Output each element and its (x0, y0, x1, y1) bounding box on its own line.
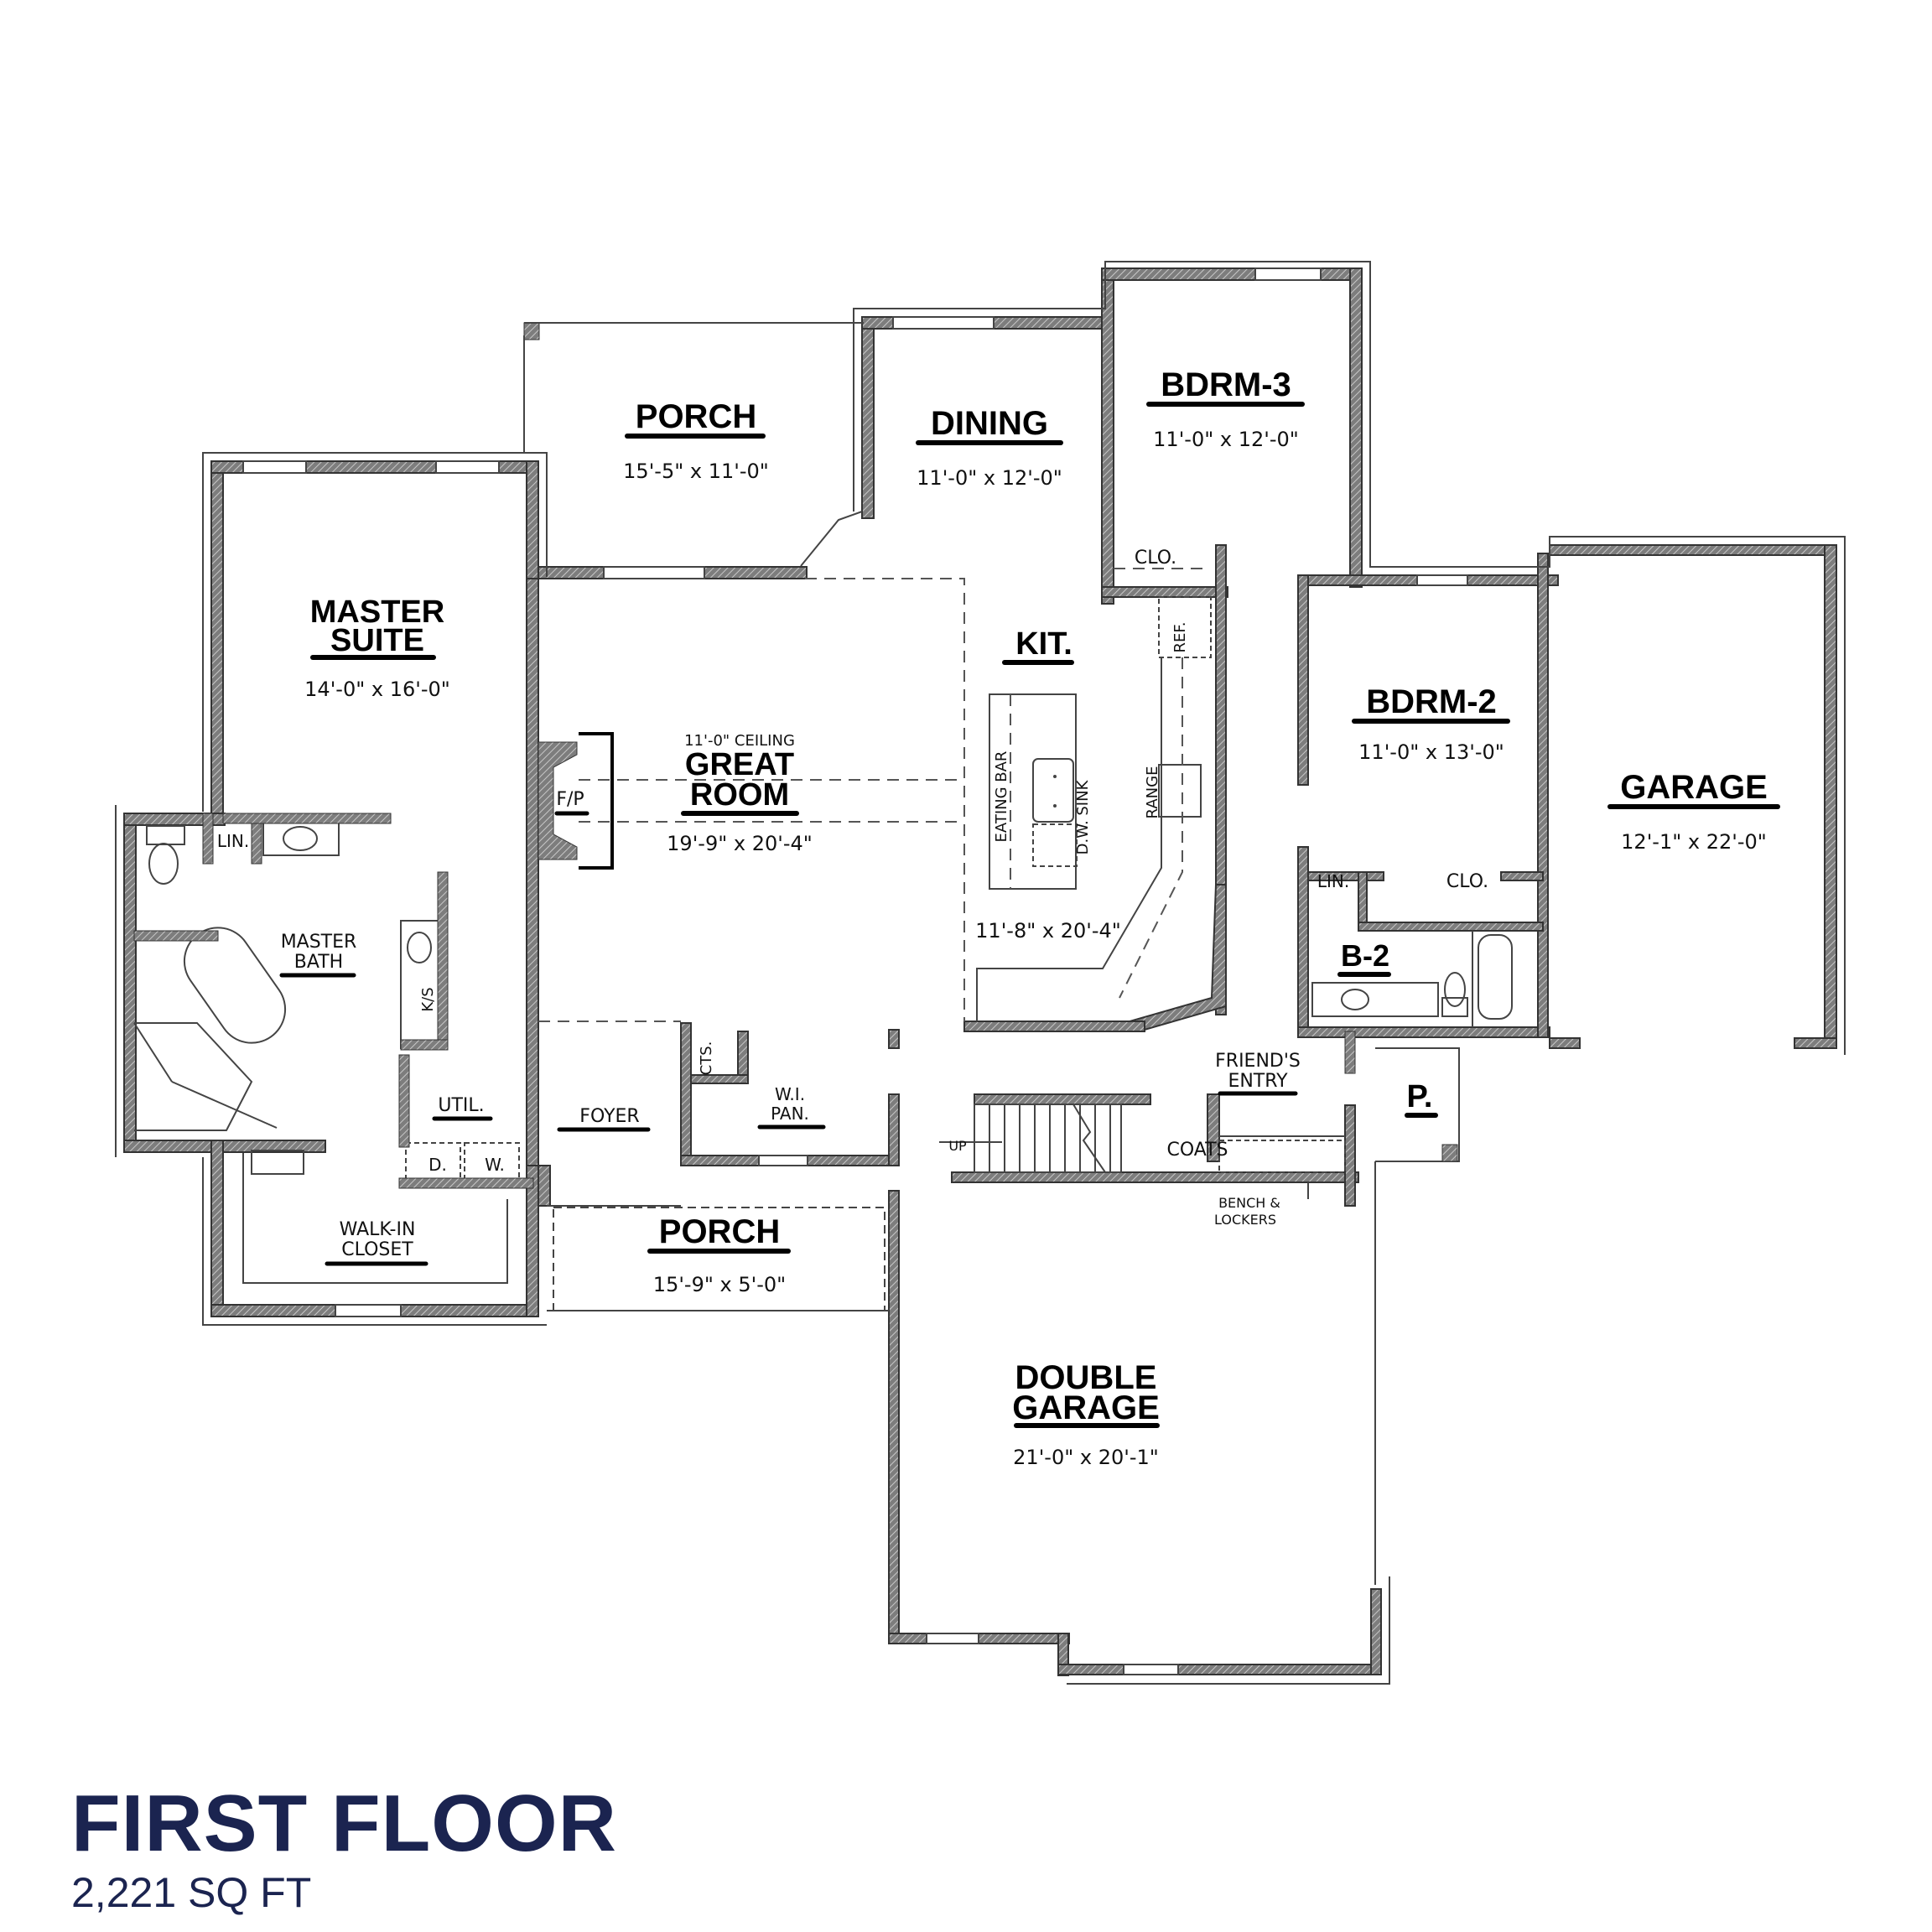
master-suite-dims: 14'-0" x 16'-0" (304, 678, 450, 701)
pantry-title-2: PAN. (771, 1104, 809, 1124)
ceiling-lines (538, 578, 965, 1022)
double-garage-title-2: GARAGE (1012, 1389, 1160, 1426)
range-label: RANGE (1144, 766, 1161, 819)
bench-lockers-label-1: BENCH & (1218, 1195, 1280, 1211)
ref-label: REF. (1171, 621, 1189, 652)
b2-fixtures (1311, 931, 1513, 1027)
rear-porch-outline (523, 322, 864, 567)
bdrm3-closet-label: CLO. (1135, 548, 1176, 569)
ks-label: K/S (419, 987, 437, 1011)
foyer-title: FOYER (579, 1106, 639, 1127)
master-bath-linen: LIN. (217, 831, 249, 851)
friends-entry-title-2: ENTRY (1228, 1071, 1288, 1092)
front-porch (547, 1205, 889, 1311)
b2-title: B-2 (1341, 938, 1389, 973)
dining-title: DINING (931, 405, 1048, 442)
bdrm2-closet-label: CLO. (1446, 871, 1488, 892)
master-suite-title-1: MASTER (310, 595, 444, 630)
pantry-title-1: W.I. (775, 1084, 805, 1104)
great-room-title-2: ROOM (690, 777, 789, 813)
dining-dims: 11'-0" x 12'-0" (917, 466, 1062, 490)
fireplace (538, 732, 614, 870)
friends-entry-title-1: FRIEND'S (1215, 1051, 1301, 1072)
walk-in-closet-title-2: CLOSET (341, 1239, 413, 1260)
stairs (939, 1104, 1346, 1199)
fireplace-label: F/P (556, 789, 584, 810)
great-room-dims: 19'-9" x 20'-4" (667, 832, 813, 855)
washer-label: W. (485, 1155, 505, 1175)
square-footage: 2,221 SQ FT (71, 1869, 312, 1916)
walk-in-closet-title-1: WALK-IN (340, 1219, 416, 1240)
eating-bar-label: EATING BAR (993, 751, 1010, 843)
bdrm2-title: BDRM-2 (1366, 683, 1497, 720)
master-bath-title-1: MASTER (281, 932, 357, 953)
side-porch-title: P. (1406, 1079, 1432, 1114)
kitchen-island (976, 596, 1212, 1021)
garage-title: GARAGE (1620, 769, 1768, 806)
stairs-up-label: UP (948, 1138, 967, 1154)
floor-title: FIRST FLOOR (71, 1779, 617, 1868)
utility-title: UTIL. (438, 1095, 484, 1116)
double-garage-title-1: DOUBLE (1015, 1359, 1157, 1396)
rear-porch-dims: 15'-5" x 11'-0" (623, 460, 769, 483)
front-porch-dims: 15'-9" x 5'-0" (653, 1273, 786, 1296)
walls (123, 267, 1837, 1676)
great-room-ceiling: 11'-0" CEILING (684, 732, 795, 750)
sink-label: D.W. SINK (1074, 779, 1092, 854)
kitchen-dims: 11'-8" x 20'-4" (975, 919, 1121, 943)
bdrm3-title: BDRM-3 (1161, 366, 1291, 403)
bdrm2-dims: 11'-0" x 13'-0" (1358, 740, 1504, 764)
master-suite-title-2: SUITE (330, 623, 424, 658)
great-room-title-1: GREAT (685, 747, 794, 782)
bench-lockers-label-2: LOCKERS (1214, 1212, 1276, 1228)
plan-footer: FIRST FLOOR 2,221 SQ FT (71, 1782, 617, 1918)
master-bath-fixtures (133, 813, 534, 1284)
garage-dims: 12'-1" x 22'-0" (1621, 830, 1767, 854)
room-labels: PORCH 15'-5" x 11'-0" DINING 11'-0" x 12… (217, 366, 1780, 1469)
coats-cts-label: CTS. (698, 1041, 715, 1076)
bdrm3-dims: 11'-0" x 12'-0" (1153, 428, 1299, 451)
double-garage-dims: 21'-0" x 20'-1" (1013, 1446, 1159, 1469)
master-bath-title-2: BATH (294, 952, 343, 973)
windows (242, 267, 1468, 1675)
rear-porch-title: PORCH (636, 398, 756, 435)
coats-label: COATS (1166, 1140, 1228, 1161)
front-porch-title: PORCH (659, 1213, 780, 1250)
siding-lines (115, 261, 1846, 1685)
side-porch (1344, 1031, 1460, 1585)
dryer-label: D. (428, 1155, 447, 1175)
kitchen-title: KIT. (1015, 626, 1072, 662)
bdrm2-linen-label: LIN. (1317, 871, 1349, 891)
